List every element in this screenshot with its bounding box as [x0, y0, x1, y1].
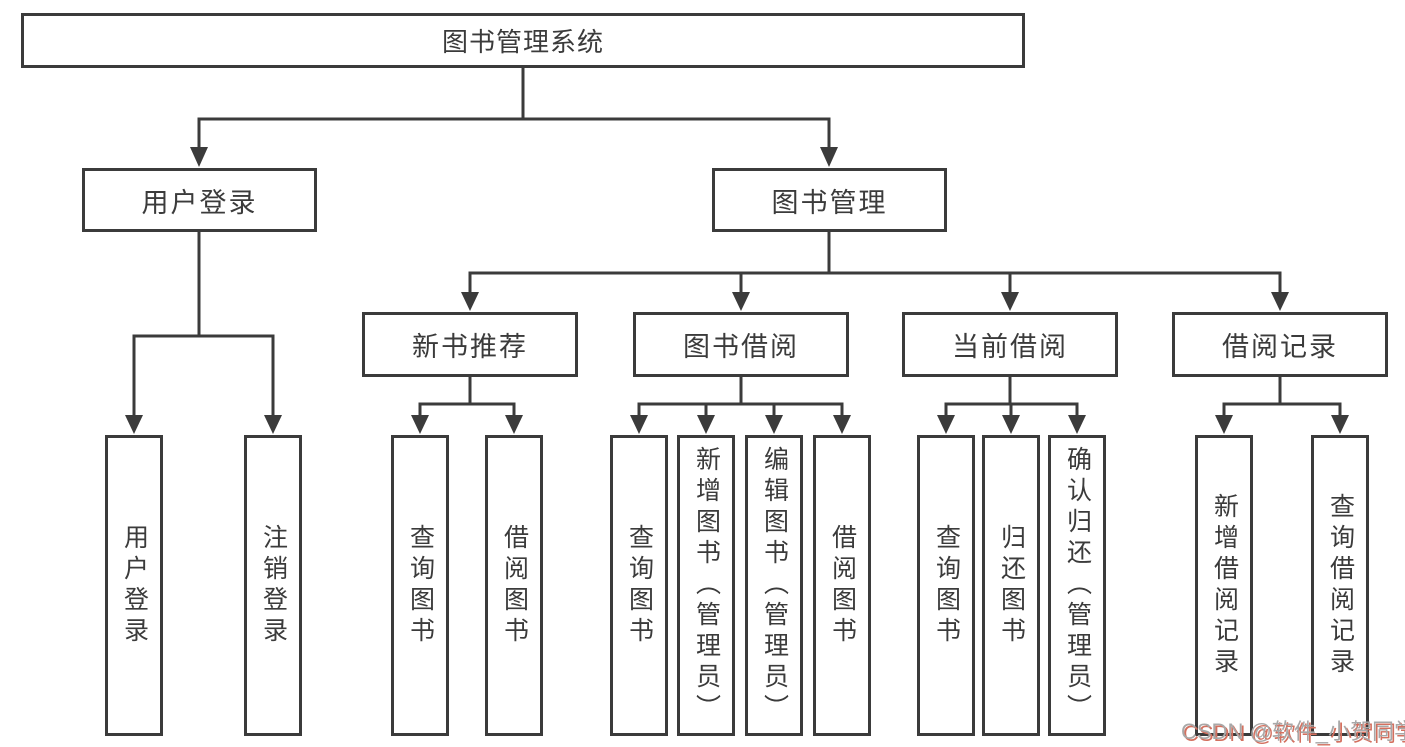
arrowhead-icon [1002, 415, 1020, 434]
leaf-cb-confirm-return: 确认归还（管理员） [1048, 435, 1106, 736]
arrowhead-icon [461, 292, 479, 311]
node-new-book-recommend: 新书推荐 [362, 312, 578, 377]
leaf-nb-borrow-book: 借阅图书 [485, 435, 543, 736]
node-root: 图书管理系统 [21, 13, 1025, 68]
arrowhead-icon [765, 415, 783, 434]
arrowhead-icon [264, 415, 282, 434]
node-current-borrow: 当前借阅 [902, 312, 1118, 377]
arrowhead-icon [1331, 415, 1349, 434]
leaf-br-query-record-label: 查询借阅记录 [1326, 492, 1355, 679]
arrowhead-group [125, 147, 1349, 434]
arrowhead-icon [630, 415, 648, 434]
leaf-cb-confirm-return-label: 确认归还（管理员） [1063, 446, 1092, 725]
node-user-login-label: 用户登录 [141, 187, 258, 218]
arrowhead-icon [732, 292, 750, 311]
node-book-management-label: 图书管理 [771, 187, 888, 218]
arrowhead-icon [697, 415, 715, 434]
arrowhead-icon [505, 415, 523, 434]
leaf-bb-borrow-book: 借阅图书 [813, 435, 871, 736]
node-borrow-record-label: 借阅记录 [1222, 332, 1338, 362]
arrowhead-icon [411, 415, 429, 434]
arrowhead-icon [937, 415, 955, 434]
node-root-label: 图书管理系统 [441, 27, 604, 57]
arrowhead-icon [125, 415, 143, 434]
leaf-br-query-record: 查询借阅记录 [1311, 435, 1369, 736]
leaf-logout-label: 注销登录 [259, 523, 288, 648]
arrowhead-icon [820, 147, 838, 167]
leaf-user-login-label: 用户登录 [120, 523, 149, 648]
leaf-bb-query-book: 查询图书 [610, 435, 668, 736]
leaf-nb-borrow-book-label: 借阅图书 [500, 523, 529, 648]
node-book-management: 图书管理 [712, 168, 947, 232]
node-book-borrow-label: 图书借阅 [683, 332, 799, 362]
leaf-nb-query-book: 查询图书 [391, 435, 449, 736]
leaf-br-add-record: 新增借阅记录 [1195, 435, 1253, 736]
leaf-bb-edit-book: 编辑图书（管理员） [745, 435, 803, 736]
leaf-cb-return-book-label: 归还图书 [997, 523, 1026, 648]
arrowhead-icon [1215, 415, 1233, 434]
leaf-cb-query-book-label: 查询图书 [932, 523, 961, 648]
node-borrow-record: 借阅记录 [1172, 312, 1388, 377]
node-book-borrow: 图书借阅 [633, 312, 849, 377]
arrowhead-icon [1068, 415, 1086, 434]
node-new-book-recommend-label: 新书推荐 [412, 332, 528, 362]
leaf-cb-query-book: 查询图书 [917, 435, 975, 736]
leaf-bb-add-book: 新增图书（管理员） [677, 435, 735, 736]
arrowhead-icon [1271, 292, 1289, 311]
node-current-borrow-label: 当前借阅 [952, 332, 1068, 362]
leaf-bb-borrow-book-label: 借阅图书 [828, 523, 857, 648]
leaf-cb-return-book: 归还图书 [982, 435, 1040, 736]
leaf-bb-query-book-label: 查询图书 [625, 523, 654, 648]
leaf-bb-edit-book-label: 编辑图书（管理员） [760, 446, 789, 725]
leaf-nb-query-book-label: 查询图书 [406, 523, 435, 648]
leaf-user-login: 用户登录 [105, 435, 163, 736]
arrowhead-icon [833, 415, 851, 434]
arrowhead-icon [1001, 292, 1019, 311]
leaf-br-add-record-label: 新增借阅记录 [1210, 492, 1239, 679]
watermark: CSDN @软件_小贺同学 [1181, 719, 1405, 744]
node-user-login: 用户登录 [82, 168, 317, 232]
leaf-bb-add-book-label: 新增图书（管理员） [692, 446, 721, 725]
leaf-logout: 注销登录 [244, 435, 302, 736]
arrowhead-icon [190, 147, 208, 167]
